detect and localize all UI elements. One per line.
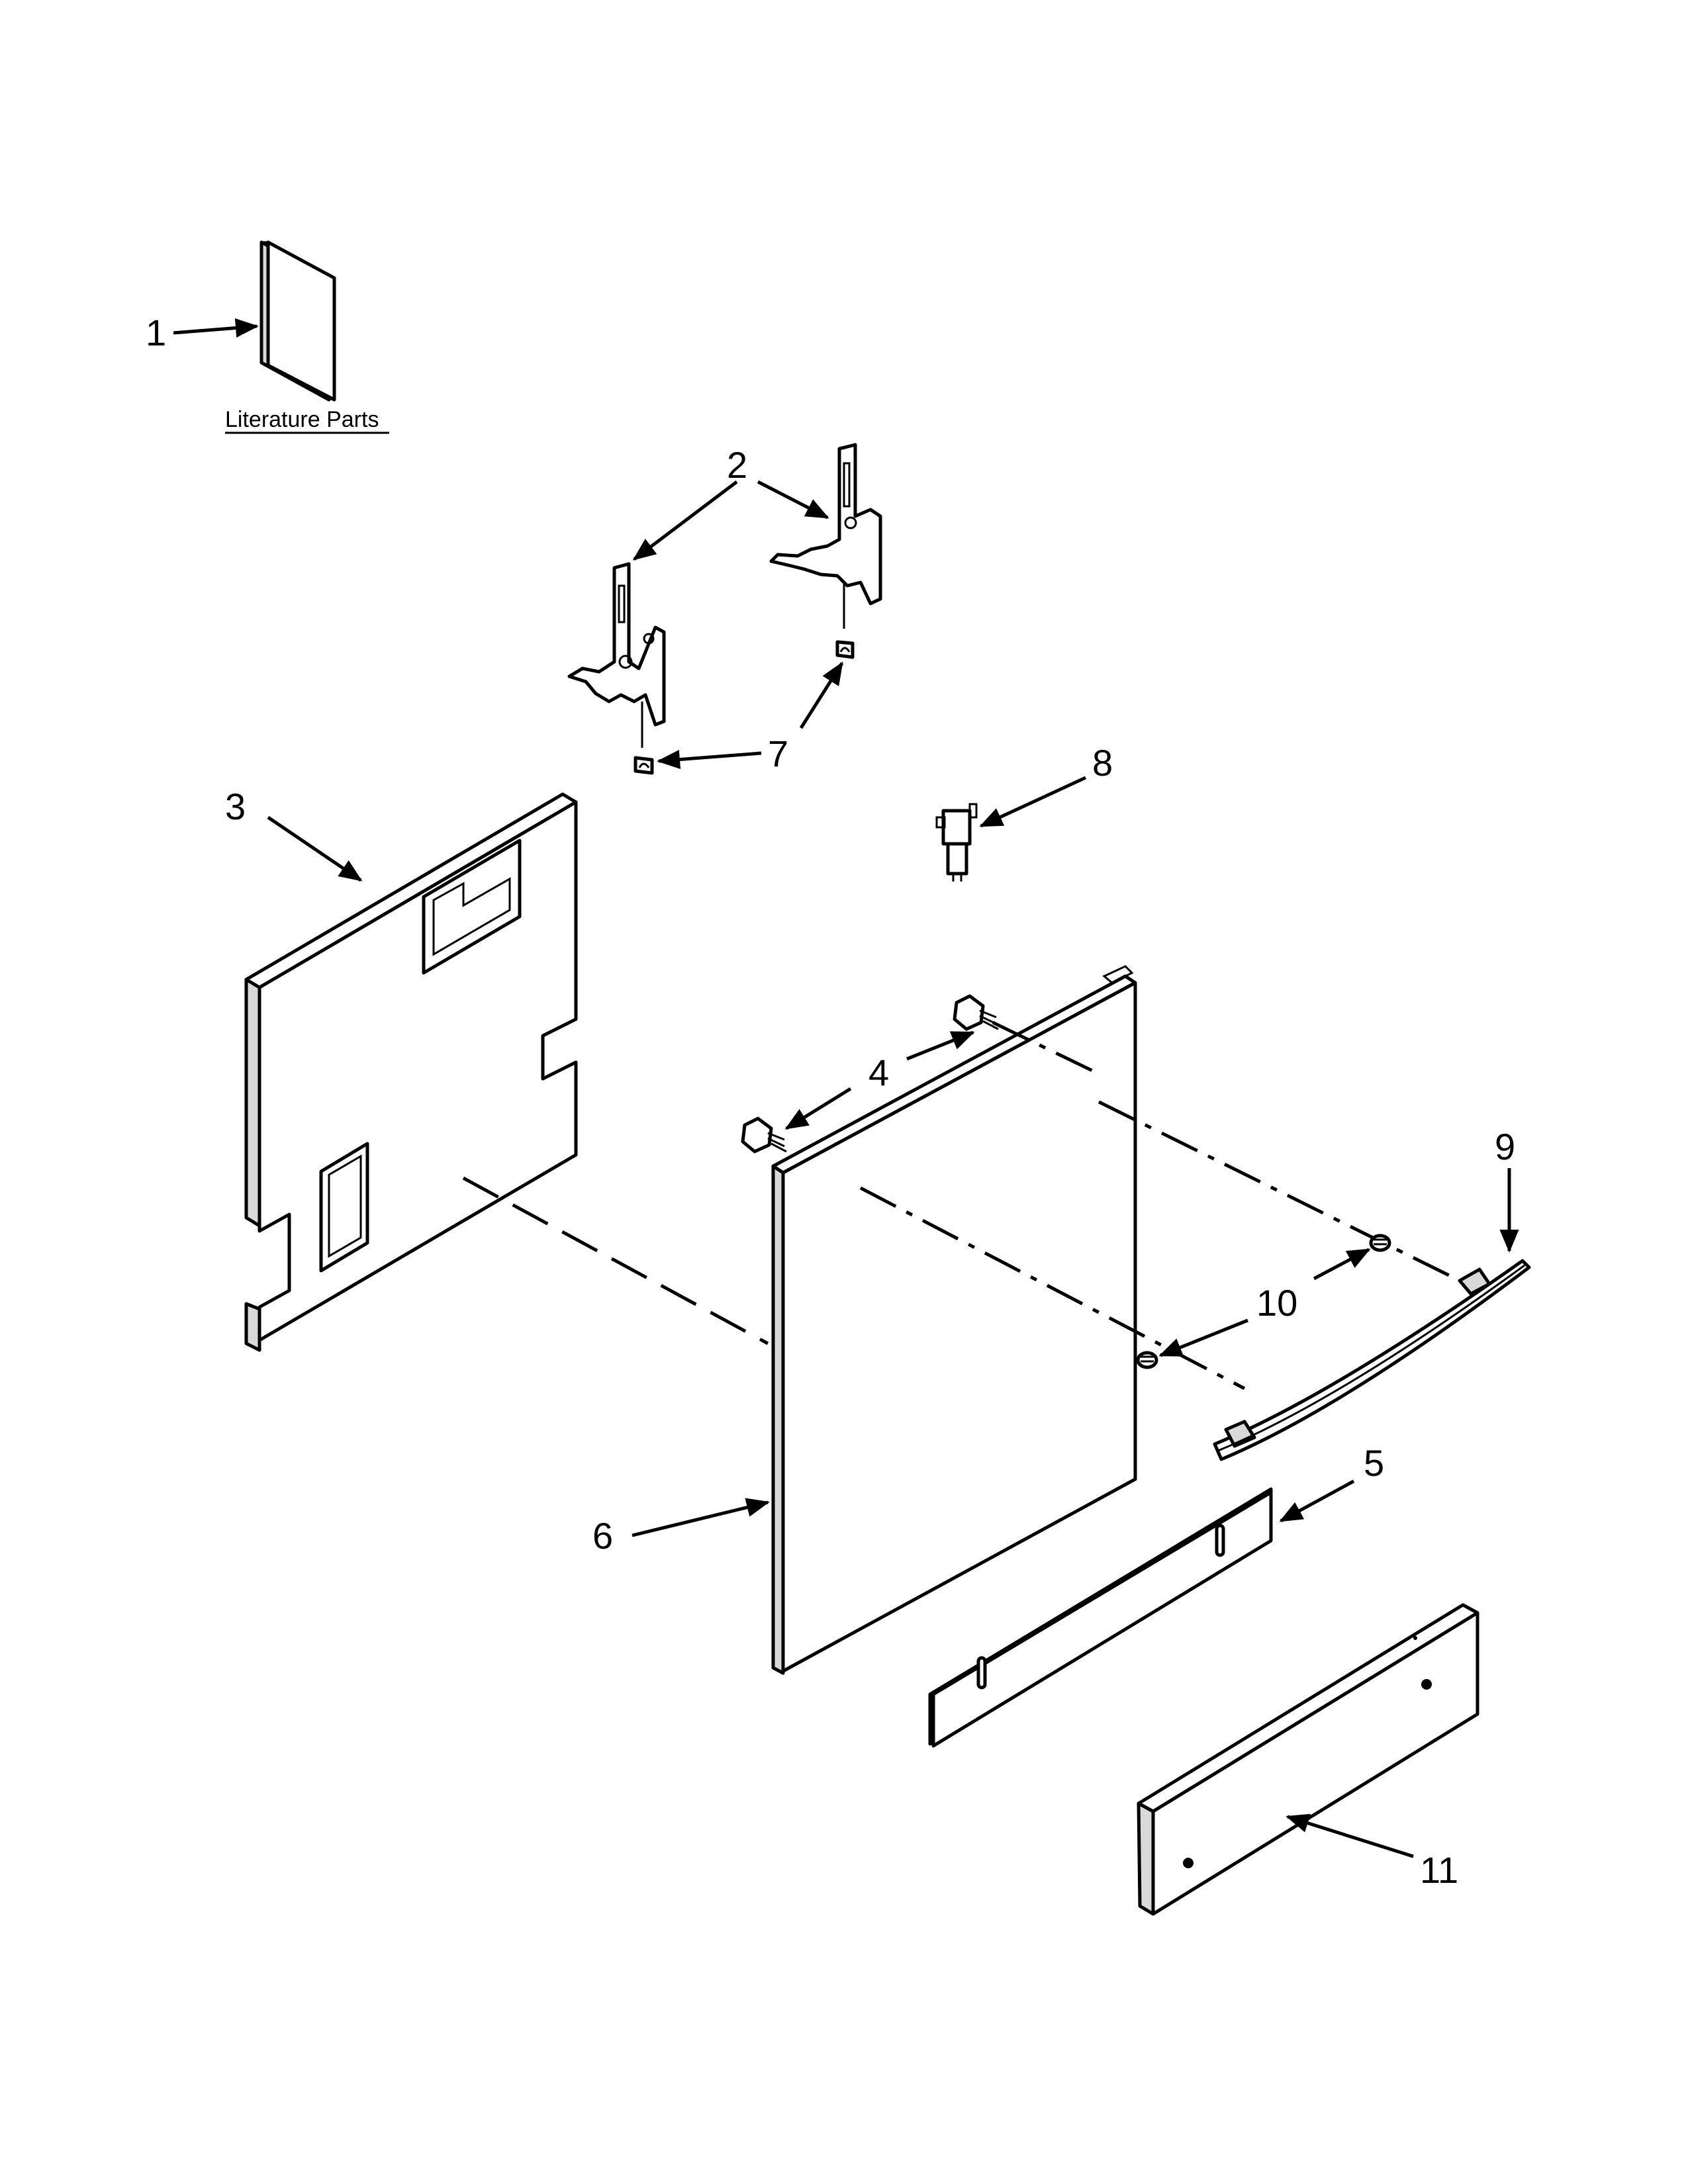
leader-10b — [1158, 1318, 1248, 1357]
leader-2b — [757, 480, 829, 520]
lower-trim-bracket — [1137, 1603, 1479, 1916]
leader-2a — [632, 480, 738, 561]
inner-door-panel — [244, 792, 578, 1352]
leader-11 — [1286, 1813, 1414, 1858]
screw-right — [953, 994, 999, 1031]
toe-panel — [928, 1487, 1273, 1748]
callout-1: 1 — [146, 312, 166, 353]
callout-11: 11 — [1420, 1849, 1458, 1891]
right-clip — [835, 640, 855, 659]
assembly-line-screw — [992, 1021, 1103, 1077]
callout-4: 4 — [868, 1052, 889, 1093]
leader-6 — [632, 1498, 770, 1537]
callout-5: 5 — [1364, 1442, 1384, 1484]
literature-booklet — [259, 240, 336, 402]
handle-stud-upper — [1369, 1234, 1391, 1252]
leader-4b — [906, 1030, 975, 1061]
callout-3: 3 — [225, 786, 246, 827]
leader-8 — [979, 776, 1087, 828]
literature-parts-label: Literature Parts — [225, 407, 379, 432]
leader-3 — [267, 815, 363, 882]
door-handle — [1213, 1259, 1531, 1461]
callout-9: 9 — [1495, 1126, 1515, 1167]
assembly-line-panel — [462, 1176, 769, 1345]
callout-7: 7 — [768, 733, 788, 774]
handle-stud-lower — [1136, 1351, 1158, 1369]
leader-1 — [173, 318, 259, 338]
outer-door-panel — [771, 965, 1137, 1675]
leader-7b — [799, 661, 844, 729]
leader-5 — [1279, 1479, 1355, 1523]
callout-2: 2 — [727, 444, 747, 486]
callout-10: 10 — [1256, 1282, 1297, 1324]
assembly-line-handle-top — [1098, 1100, 1461, 1283]
callout-8: 8 — [1092, 742, 1113, 784]
leader-4a — [784, 1087, 852, 1130]
right-hinge — [769, 443, 882, 629]
leader-7a — [657, 749, 762, 770]
callout-6: 6 — [592, 1515, 613, 1557]
left-hinge — [567, 562, 666, 748]
door-switch — [935, 803, 978, 882]
screw-left — [741, 1116, 787, 1154]
leader-10a — [1313, 1248, 1371, 1281]
left-clip — [633, 756, 654, 775]
